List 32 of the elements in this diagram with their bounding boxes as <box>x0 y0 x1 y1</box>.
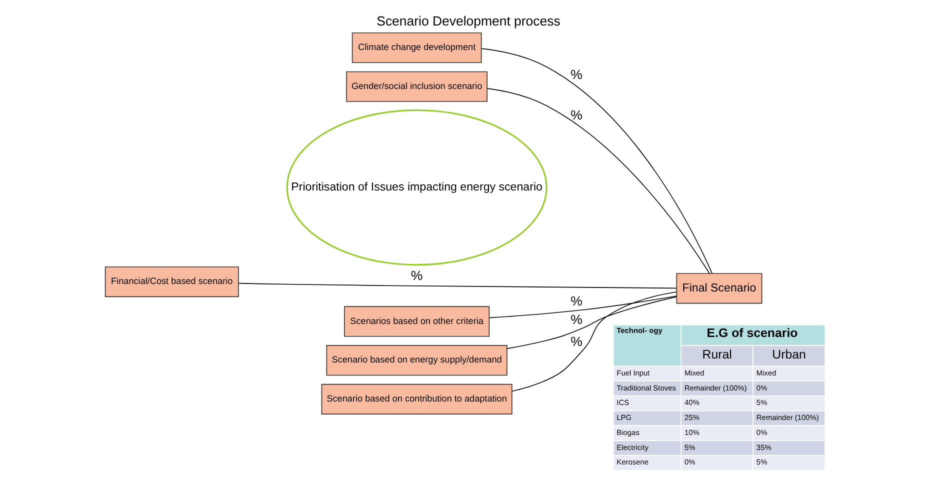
edge-label: % <box>570 334 582 350</box>
label: LPG <box>616 413 632 422</box>
label: Fuel Input <box>616 368 650 378</box>
diagram-title: Scenario Development process <box>376 13 560 28</box>
edge-label: % <box>410 268 422 283</box>
label: Electricity <box>616 442 648 452</box>
label: Remainder (100%) <box>684 383 746 392</box>
label: 40% <box>684 398 699 408</box>
label: 5% <box>756 398 767 408</box>
edge-label: % <box>570 67 582 82</box>
label: Kerosene <box>616 458 648 467</box>
label: Technol- ogy <box>616 326 662 336</box>
label: Mixed <box>756 368 776 378</box>
label: 0% <box>684 458 695 467</box>
label: Urban <box>772 348 806 362</box>
label: 0% <box>756 428 767 437</box>
label: 5% <box>684 442 695 452</box>
label: ICS <box>616 398 629 408</box>
label: Biogas <box>616 428 639 437</box>
label: 35% <box>756 442 771 452</box>
label: Mixed <box>684 368 704 378</box>
label: Rural <box>702 348 732 362</box>
label: Traditional Stoves <box>616 383 676 392</box>
label: 0% <box>756 383 767 392</box>
label: E.G of scenario <box>706 326 798 340</box>
edge-label: % <box>570 294 582 309</box>
edge-label: % <box>570 312 582 327</box>
edge-label: % <box>570 108 582 123</box>
label: 10% <box>684 428 699 437</box>
label: 25% <box>684 413 699 422</box>
label: Remainder (100%) <box>756 413 818 422</box>
label: 5% <box>756 458 767 467</box>
